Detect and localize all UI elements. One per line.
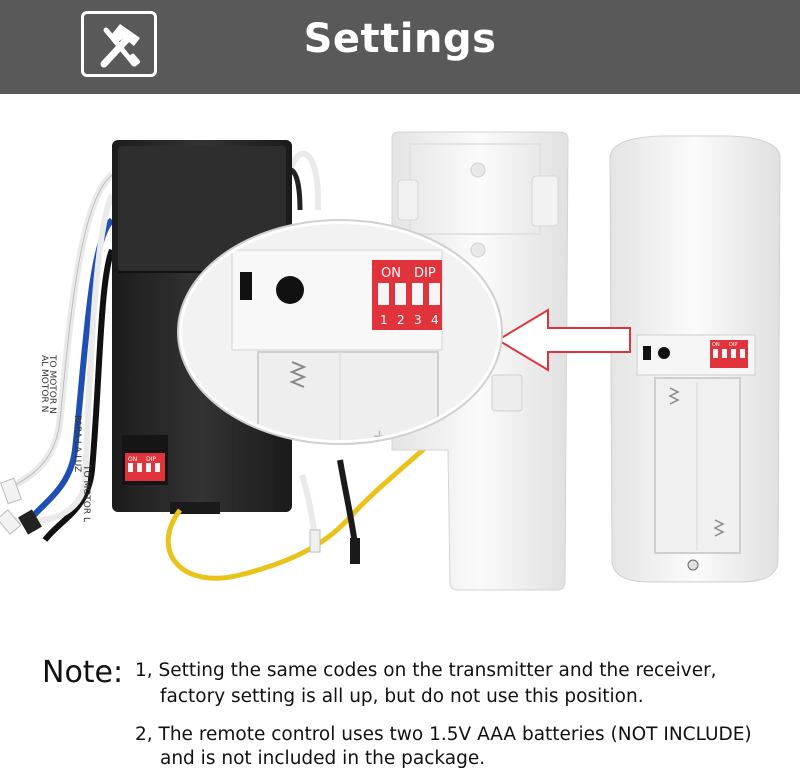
zoom-circle: ON DIP 1 2 3 4 + [177,219,503,445]
dip-label: DIP [414,266,436,281]
dip-number: 3 [414,313,422,327]
dip-label: DIP [729,342,737,348]
dip-number: 1 [380,313,388,327]
wire-label: TO MOTOR N [47,354,57,414]
page-title: Settings [303,16,497,62]
header-bar: Settings [0,0,800,94]
left-arrow-icon [496,308,631,372]
note-item-2-line-2: and is not included in the package. [160,748,486,769]
dip-label: ON [712,342,720,348]
dip-number: 2 [397,313,405,327]
note-item-1-line-1: 1, Setting the same codes on the transmi… [135,660,717,681]
receiver-wires: TO MOTOR N AL MOTOR N PARA LA LUZ TO MOT… [0,172,115,542]
remote-transmitter: ON DIP [609,135,781,583]
dip-label: ON [128,456,137,463]
wire-label: TO MOTOR L [81,464,91,522]
dip-number: 4 [431,313,439,327]
note-label: Note: [42,655,124,690]
note-item-2-line-1: 2, The remote control uses two 1.5V AAA … [135,724,752,745]
product-illustration: TO MOTOR N AL MOTOR N PARA LA LUZ TO MOT… [0,131,781,591]
note-item-1-line-2: factory setting is all up, but do not us… [160,686,644,707]
wire-label: AL MOTOR N [39,355,49,412]
wire-label: PARA LA LUZ [72,415,82,472]
dip-label: DIP [146,456,156,463]
tools-icon [81,11,157,77]
dip-label: ON [381,266,401,281]
